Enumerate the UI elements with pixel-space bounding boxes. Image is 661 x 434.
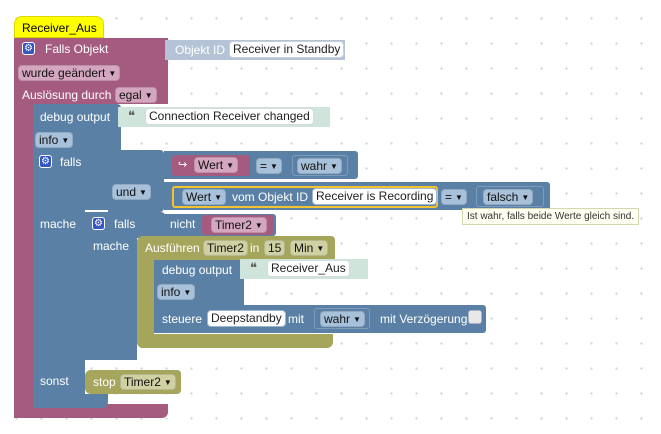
chevron-down-icon: ▼ bbox=[521, 193, 530, 202]
inner-if-footer bbox=[85, 344, 135, 358]
gear-icon[interactable]: ⚙ bbox=[22, 42, 35, 55]
timeout-spine bbox=[137, 236, 154, 348]
if-sonst-label: sonst bbox=[40, 374, 69, 388]
compare-op-dropdown[interactable]: =▼ bbox=[256, 158, 282, 174]
if-falls-label: falls bbox=[60, 155, 82, 169]
inner-if-spine bbox=[85, 212, 137, 360]
boolean-block[interactable]: wahr▼ bbox=[292, 155, 348, 176]
debug-level-dropdown[interactable]: info▼ bbox=[35, 132, 74, 148]
inner-falls-label: falls bbox=[114, 217, 136, 231]
mit-label: mit bbox=[288, 312, 304, 326]
object-id-field[interactable]: Receiver in Standby bbox=[229, 41, 345, 58]
debug-text-block[interactable]: ❝ Connection Receiver changed bbox=[118, 107, 330, 127]
quote-icon: ❝ bbox=[128, 108, 135, 123]
objekt-id-block[interactable]: Objekt ID Receiver in Standby bbox=[165, 40, 345, 60]
in-label: in bbox=[250, 241, 260, 255]
gear-icon[interactable]: ⚙ bbox=[92, 217, 105, 230]
chevron-down-icon: ▼ bbox=[139, 188, 147, 197]
chevron-down-icon: ▼ bbox=[108, 69, 117, 78]
quote-icon: ❝ bbox=[250, 260, 257, 275]
delay-checkbox[interactable] bbox=[468, 310, 482, 324]
chevron-down-icon: ▼ bbox=[144, 91, 153, 100]
if-block-spine bbox=[33, 150, 85, 408]
get-value-block[interactable]: Wert▼ vom Objekt ID Receiver is Recordin… bbox=[172, 186, 438, 208]
chevron-down-icon: ▼ bbox=[214, 193, 223, 202]
debug-level-dropdown-2[interactable]: info▼ bbox=[157, 284, 196, 300]
trigger-source-dropdown[interactable]: egal▼ bbox=[115, 87, 157, 103]
stop-label: stop bbox=[93, 375, 116, 389]
timeout-footer bbox=[137, 334, 333, 348]
unit-dropdown[interactable]: Min▼ bbox=[290, 240, 329, 256]
control-object-field[interactable]: Deepstandby bbox=[207, 310, 286, 327]
if-block-footer bbox=[33, 394, 108, 408]
logic-op-dropdown[interactable]: und▼ bbox=[112, 184, 151, 200]
chevron-down-icon: ▼ bbox=[163, 378, 172, 387]
chevron-down-icon: ▼ bbox=[183, 288, 192, 297]
chevron-down-icon: ▼ bbox=[254, 221, 263, 230]
script-name-hat[interactable]: Receiver_Aus bbox=[14, 16, 104, 38]
debug-text-block-2[interactable]: ❝ Receiver_Aus bbox=[240, 259, 368, 279]
debug-text-field[interactable]: Connection Receiver changed bbox=[145, 108, 314, 125]
chevron-down-icon: ▼ bbox=[316, 244, 325, 253]
stop-timer-dropdown[interactable]: Timer2▼ bbox=[120, 374, 176, 390]
chevron-down-icon: ▼ bbox=[61, 136, 70, 145]
not-label: nicht bbox=[170, 217, 196, 231]
chevron-down-icon: ▼ bbox=[455, 193, 463, 202]
value-attribute-dropdown[interactable]: Wert▼ bbox=[182, 189, 227, 205]
debug-output-label-2: debug output bbox=[162, 263, 233, 277]
control-value-dropdown[interactable]: wahr▼ bbox=[320, 311, 365, 327]
timer-var-block[interactable]: Timer2▼ bbox=[202, 215, 274, 235]
chevron-down-icon: ▼ bbox=[330, 162, 338, 171]
control-value-block[interactable]: wahr▼ bbox=[314, 308, 370, 329]
timer-var-dropdown[interactable]: Timer2▼ bbox=[211, 217, 267, 233]
variable-dropdown[interactable]: Wert▼ bbox=[194, 157, 239, 173]
ausfuehren-label: Ausführen bbox=[145, 241, 200, 255]
delay-label: mit Verzögerung bbox=[380, 312, 468, 326]
chevron-down-icon: ▼ bbox=[226, 161, 235, 170]
compare-op-dropdown-2[interactable]: =▼ bbox=[441, 189, 467, 205]
recording-object-field[interactable]: Receiver is Recording bbox=[312, 188, 438, 205]
boolean-dropdown-2[interactable]: falsch▼ bbox=[483, 189, 534, 205]
objekt-id-label: Objekt ID bbox=[175, 43, 226, 57]
logic-and-block[interactable] bbox=[108, 150, 164, 212]
debug-output-label: debug output bbox=[40, 110, 111, 124]
ausloesung-label: Auslösung durch bbox=[22, 88, 112, 102]
boolean-dropdown[interactable]: wahr▼ bbox=[297, 158, 342, 174]
vom-objekt-label: vom Objekt ID bbox=[232, 190, 309, 204]
gear-icon[interactable]: ⚙ bbox=[39, 155, 52, 168]
timer-name-field[interactable]: Timer2 bbox=[203, 240, 248, 256]
script-name-label: Receiver_Aus bbox=[22, 21, 97, 35]
boolean-block-2[interactable]: falsch▼ bbox=[476, 186, 544, 207]
trigger-block-spine bbox=[14, 100, 33, 418]
falls-objekt-label: Falls Objekt bbox=[45, 42, 109, 56]
chevron-down-icon: ▼ bbox=[270, 162, 278, 171]
steuere-label: steuere bbox=[162, 312, 203, 326]
inner-mache-label: mache bbox=[93, 239, 130, 253]
amount-field[interactable]: 15 bbox=[264, 240, 286, 256]
tooltip: Ist wahr, falls beide Werte gleich sind. bbox=[462, 208, 640, 225]
chevron-down-icon: ▼ bbox=[353, 315, 361, 324]
if-mache-label: mache bbox=[40, 217, 77, 231]
variable-icon: ↪ bbox=[178, 159, 188, 171]
variable-block[interactable]: ↪ Wert▼ bbox=[172, 155, 250, 176]
change-type-dropdown[interactable]: wurde geändert▼ bbox=[18, 65, 121, 81]
debug-text-field-2[interactable]: Receiver_Aus bbox=[267, 260, 350, 277]
